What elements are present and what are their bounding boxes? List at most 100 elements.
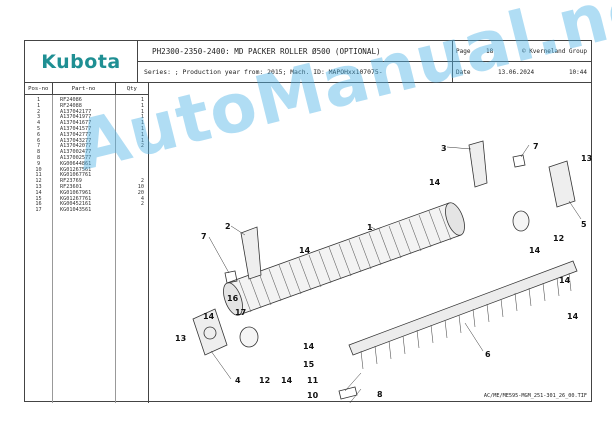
diagram-drawing: 1 2 3 4 5 6 7 7 8 9 10 11 12 12 13 13 14… [175,140,592,415]
time-value: 10:44 [568,69,587,76]
parts-sheet: Kubota PH2300-2350-2400: MD PACKER ROLLE… [24,40,593,415]
row-part: A137042077 [60,143,92,150]
callout-5: 5 [581,220,587,229]
table-row: 9 KG00644861 [25,160,149,168]
scraper-bar [348,260,578,356]
right-plate [548,160,576,208]
row-qty: 1 [140,125,144,132]
callout-14: 14 [203,312,215,321]
drawing-reference: AC/ME/ME595-MGM_251-301_26_00.TIF [483,393,587,399]
row-part: A137002477 [60,149,92,156]
row-pos: 16 [35,201,42,208]
row-pos: 2 [36,108,41,115]
row-qty: 1 [140,137,144,144]
column-divider [52,95,53,403]
row-pos: 8 [36,154,41,161]
row-qty: 1 [140,131,144,138]
roller-end-right [445,202,465,236]
row-part: A137002577 [60,154,92,161]
row-qty: 1 [140,120,144,127]
callout-14: 14 [429,178,441,187]
callout-14: 14 [559,276,571,285]
callout-7: 7 [201,232,207,241]
row-pos: 3 [36,114,41,121]
callout-12: 12 [553,234,564,243]
callout-14: 14 [281,376,293,385]
leader-lines [208,144,582,410]
row-pos: 8 [36,149,41,156]
row-pos: 10 [35,166,42,173]
row-pos: 11 [35,172,42,179]
callout-14: 14 [299,246,311,255]
row-part: A137042177 [60,108,92,115]
table-row: 7 A137042077 2 [25,144,149,150]
row-part: KG00644861 [60,160,92,167]
row-qty: 1 [140,102,144,109]
row-part: KG01267761 [60,195,92,202]
callout-4: 4 [235,376,241,385]
table-row: 11 KG01067761 [25,173,149,179]
row-pos: 14 [35,189,42,196]
callout-1: 1 [367,223,373,232]
row-qty: 20 [137,189,144,196]
callout-16: 16 [227,294,239,303]
callout-7: 7 [533,142,539,151]
row-pos: 9 [36,160,41,167]
callout-14: 14 [529,246,541,255]
callout-13: 13 [581,154,592,163]
header-part: Part-no [53,83,116,94]
callout-11: 11 [307,376,319,385]
scraper-tines [360,272,572,370]
callout-15: 15 [303,360,315,369]
table-row: 2 A137042177 1 [25,108,149,116]
callout-13: 13 [175,334,186,343]
row-pos: 1 [36,102,41,109]
company-name: © Kverneland Group [521,48,587,55]
date-row: Date 13.06.2024 10:44 [453,62,591,83]
row-qty [115,208,148,214]
table-row: 8 A137002577 [25,154,149,162]
header-meta: Page 18 © Kverneland Group Date 13.06.20… [453,41,591,83]
row-pos: 7 [36,143,41,150]
page-number: 18 [486,48,494,55]
row-qty: 1 [140,114,144,121]
row-pos: 12 [35,178,42,185]
parts-table-header: Pos-no Part-no Qty [25,83,149,95]
date-value: 13.06.2024 [498,69,535,76]
table-row: 8 A137002477 [25,149,149,156]
exploded-diagram: 1 2 3 4 5 6 7 7 8 9 10 11 12 12 13 13 14… [149,83,593,415]
series-info: Series: ; Production year from: 2015; Ma… [138,62,453,83]
row-part: A137042777 [60,131,92,138]
callout-12: 12 [259,376,270,385]
callout-17: 17 [235,308,246,317]
header-pos: Pos-no [25,83,53,94]
row-part: RF24088 [60,102,82,109]
row-qty: 2 [140,178,144,185]
part-8 [338,386,358,400]
row-qty: 1 [140,108,144,115]
row-part: KG01067761 [60,172,92,179]
row-qty: 2 [140,143,144,150]
row-pos: 15 [35,195,42,202]
callout-14: 14 [567,312,579,321]
row-pos: 4 [36,120,41,127]
row-part: A137041577 [60,125,92,132]
row-pos: 13 [35,183,42,190]
row-part: RF23601 [60,183,82,190]
bearing-left [239,326,259,348]
callout-2: 2 [225,222,231,231]
row-pos: 1 [36,97,41,103]
logo-text: Kubota [41,50,121,73]
